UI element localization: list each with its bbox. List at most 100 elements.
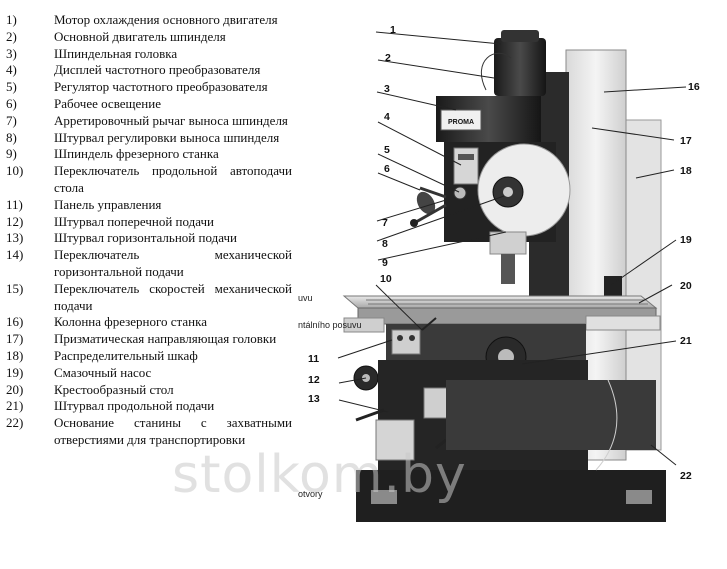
legend-item: 18)Распределительный шкаф: [6, 348, 292, 365]
legend-number: 1): [6, 12, 17, 27]
callout-21: 21: [680, 335, 692, 347]
vfd-display: [453, 147, 479, 185]
legend-item: 1) Мотор охлаждения основного двигателя: [6, 12, 292, 29]
milling-machine-diagram: PROMA: [298, 24, 700, 522]
motor-cable: [480, 52, 512, 91]
lubrication-pump: [604, 276, 622, 300]
control-button-2: [409, 335, 415, 341]
cross-table-top: [342, 295, 658, 309]
legend-text: Штурвал поперечной подачи: [54, 213, 214, 229]
callout-11: 11: [308, 353, 319, 365]
legend-item: 3)Шпиндельная головка: [6, 46, 292, 63]
callout-12: 12: [308, 374, 320, 386]
legend-text: Штурвал продольной подачи: [54, 398, 215, 414]
legend-item: 2) Основной двигатель шпинделя: [6, 29, 292, 46]
legend-item: 14) Переключатель механической горизонтал…: [6, 247, 292, 281]
legend-text: Переключатель механической горизонтально…: [54, 247, 292, 279]
legend-item: 4) Дисплей частотного преобразователя: [6, 62, 292, 79]
legend-text: Смазочный насос: [54, 364, 152, 380]
spindle-motor: [494, 38, 546, 96]
quill-lock-lever: [415, 203, 447, 224]
feed-lever: [421, 317, 437, 331]
fragment-vu: uvu: [298, 293, 313, 303]
vfd-regulator-knob: [453, 186, 467, 200]
callout-1: 1: [390, 24, 396, 36]
quill-lock-knob: [410, 219, 418, 227]
legend-text: Штурвал регулировки выноса шпинделя: [54, 129, 280, 145]
legend-text: Арретировочный рычаг выноса шпинделя: [54, 112, 288, 128]
legend-number: 12): [6, 213, 24, 229]
legend-number: 5): [6, 79, 17, 95]
control-panel: [391, 329, 421, 355]
callout-10: 10: [380, 273, 392, 285]
legend-number: 17): [6, 331, 24, 347]
spindle: [501, 254, 515, 284]
legend-item: 9) Шпиндель фрезерного станка: [6, 146, 292, 163]
legend-number: 8): [6, 129, 17, 145]
legend-text: Основание станины с захватными отверстия…: [54, 415, 292, 447]
legend-item: 12) Штурвал поперечной подачи: [6, 214, 292, 231]
legend-item: 16) Колонна фрезерного станка: [6, 314, 292, 331]
lifting-hole-right: [626, 490, 652, 504]
feed-rate-plate: [375, 419, 415, 461]
legend-number: 6): [6, 95, 17, 111]
callout-6: 6: [384, 163, 390, 175]
legend-item: 13)Штурвал горизонтальной подачи: [6, 230, 292, 247]
mechanical-feed-switch: [435, 438, 447, 450]
legend-text: Шпиндель фрезерного станка: [54, 146, 219, 162]
callout-22: 22: [680, 470, 692, 482]
legend-number: 19): [6, 364, 24, 380]
legend-text: Мотор охлаждения основного двигателя: [54, 12, 278, 27]
coolant-hose: [595, 379, 618, 471]
callout-8: 8: [382, 238, 388, 250]
legend-text: Панель управления: [54, 196, 162, 212]
legend-number: 18): [6, 347, 24, 363]
legend-item: 19) Смазочный насос: [6, 365, 292, 382]
lamp-arm: [419, 186, 447, 199]
chip-tray: [585, 315, 661, 331]
legend-item: 15) Переключатель скоростей механической …: [6, 281, 292, 315]
legend-item: 8) Штурвал регулировки выноса шпинделя: [6, 130, 292, 147]
table-end-bracket: [343, 317, 385, 333]
legend-number: 4): [6, 62, 17, 78]
fragment-otvory: otvory: [298, 489, 323, 499]
control-button-1: [397, 335, 403, 341]
legend-item: 17)Призматическая направляющая головки: [6, 331, 292, 348]
callout-20: 20: [680, 280, 692, 292]
legend-number: 16): [6, 314, 24, 330]
legend-text: Регулятор частотного преобразователя: [54, 79, 268, 95]
callout-19: 19: [680, 234, 692, 246]
legend-text: Дисплей частотного преобразователя: [54, 62, 261, 78]
brand-badge: [440, 109, 482, 131]
callout-9: 9: [382, 257, 388, 269]
legend-item: 10)Переключатель продольной автоподачи с…: [6, 163, 292, 197]
cooling-motor: [501, 30, 539, 42]
quill-handwheel-hub: [503, 187, 513, 197]
lifting-hole-left: [371, 490, 397, 504]
legend-number: 9): [6, 146, 17, 162]
fragment-posuvu: ntálního posuvu: [298, 320, 362, 330]
legend-number: 20): [6, 381, 24, 397]
brand-badge-text: PROMA: [448, 119, 474, 126]
callout-7: 7: [382, 217, 388, 229]
legend-item: 5) Регулятор частотного преобразователя: [6, 79, 292, 96]
legend-text: Переключатель скоростей механической под…: [54, 280, 292, 313]
spindle-housing: [489, 231, 527, 255]
machine-base: [356, 470, 666, 522]
legend-number: 14): [6, 247, 24, 263]
legend-text: Крестообразный стол: [54, 381, 174, 397]
leader-lines: [337, 31, 687, 466]
callout-3: 3: [384, 83, 390, 95]
milling-machine-figure: PROMA: [296, 0, 727, 564]
callout-5: 5: [384, 144, 390, 156]
legend-number: 15): [6, 280, 24, 296]
legend-number: 2): [6, 28, 17, 44]
callout-numbers: 1 2 3 4 5 6 7 8 9 10 11 12 13 16 17 18 1…: [308, 24, 700, 482]
callout-17: 17: [680, 135, 692, 147]
legend-text: Колонна фрезерного станка: [54, 314, 207, 330]
legend-item: 21)Штурвал продольной подачи: [6, 398, 292, 415]
legend-number: 7): [6, 112, 17, 128]
legend-text: Основной двигатель шпинделя: [54, 28, 226, 44]
legend-number: 13): [6, 230, 24, 246]
legend-text: Переключатель продольной автоподачи стол…: [54, 163, 292, 195]
